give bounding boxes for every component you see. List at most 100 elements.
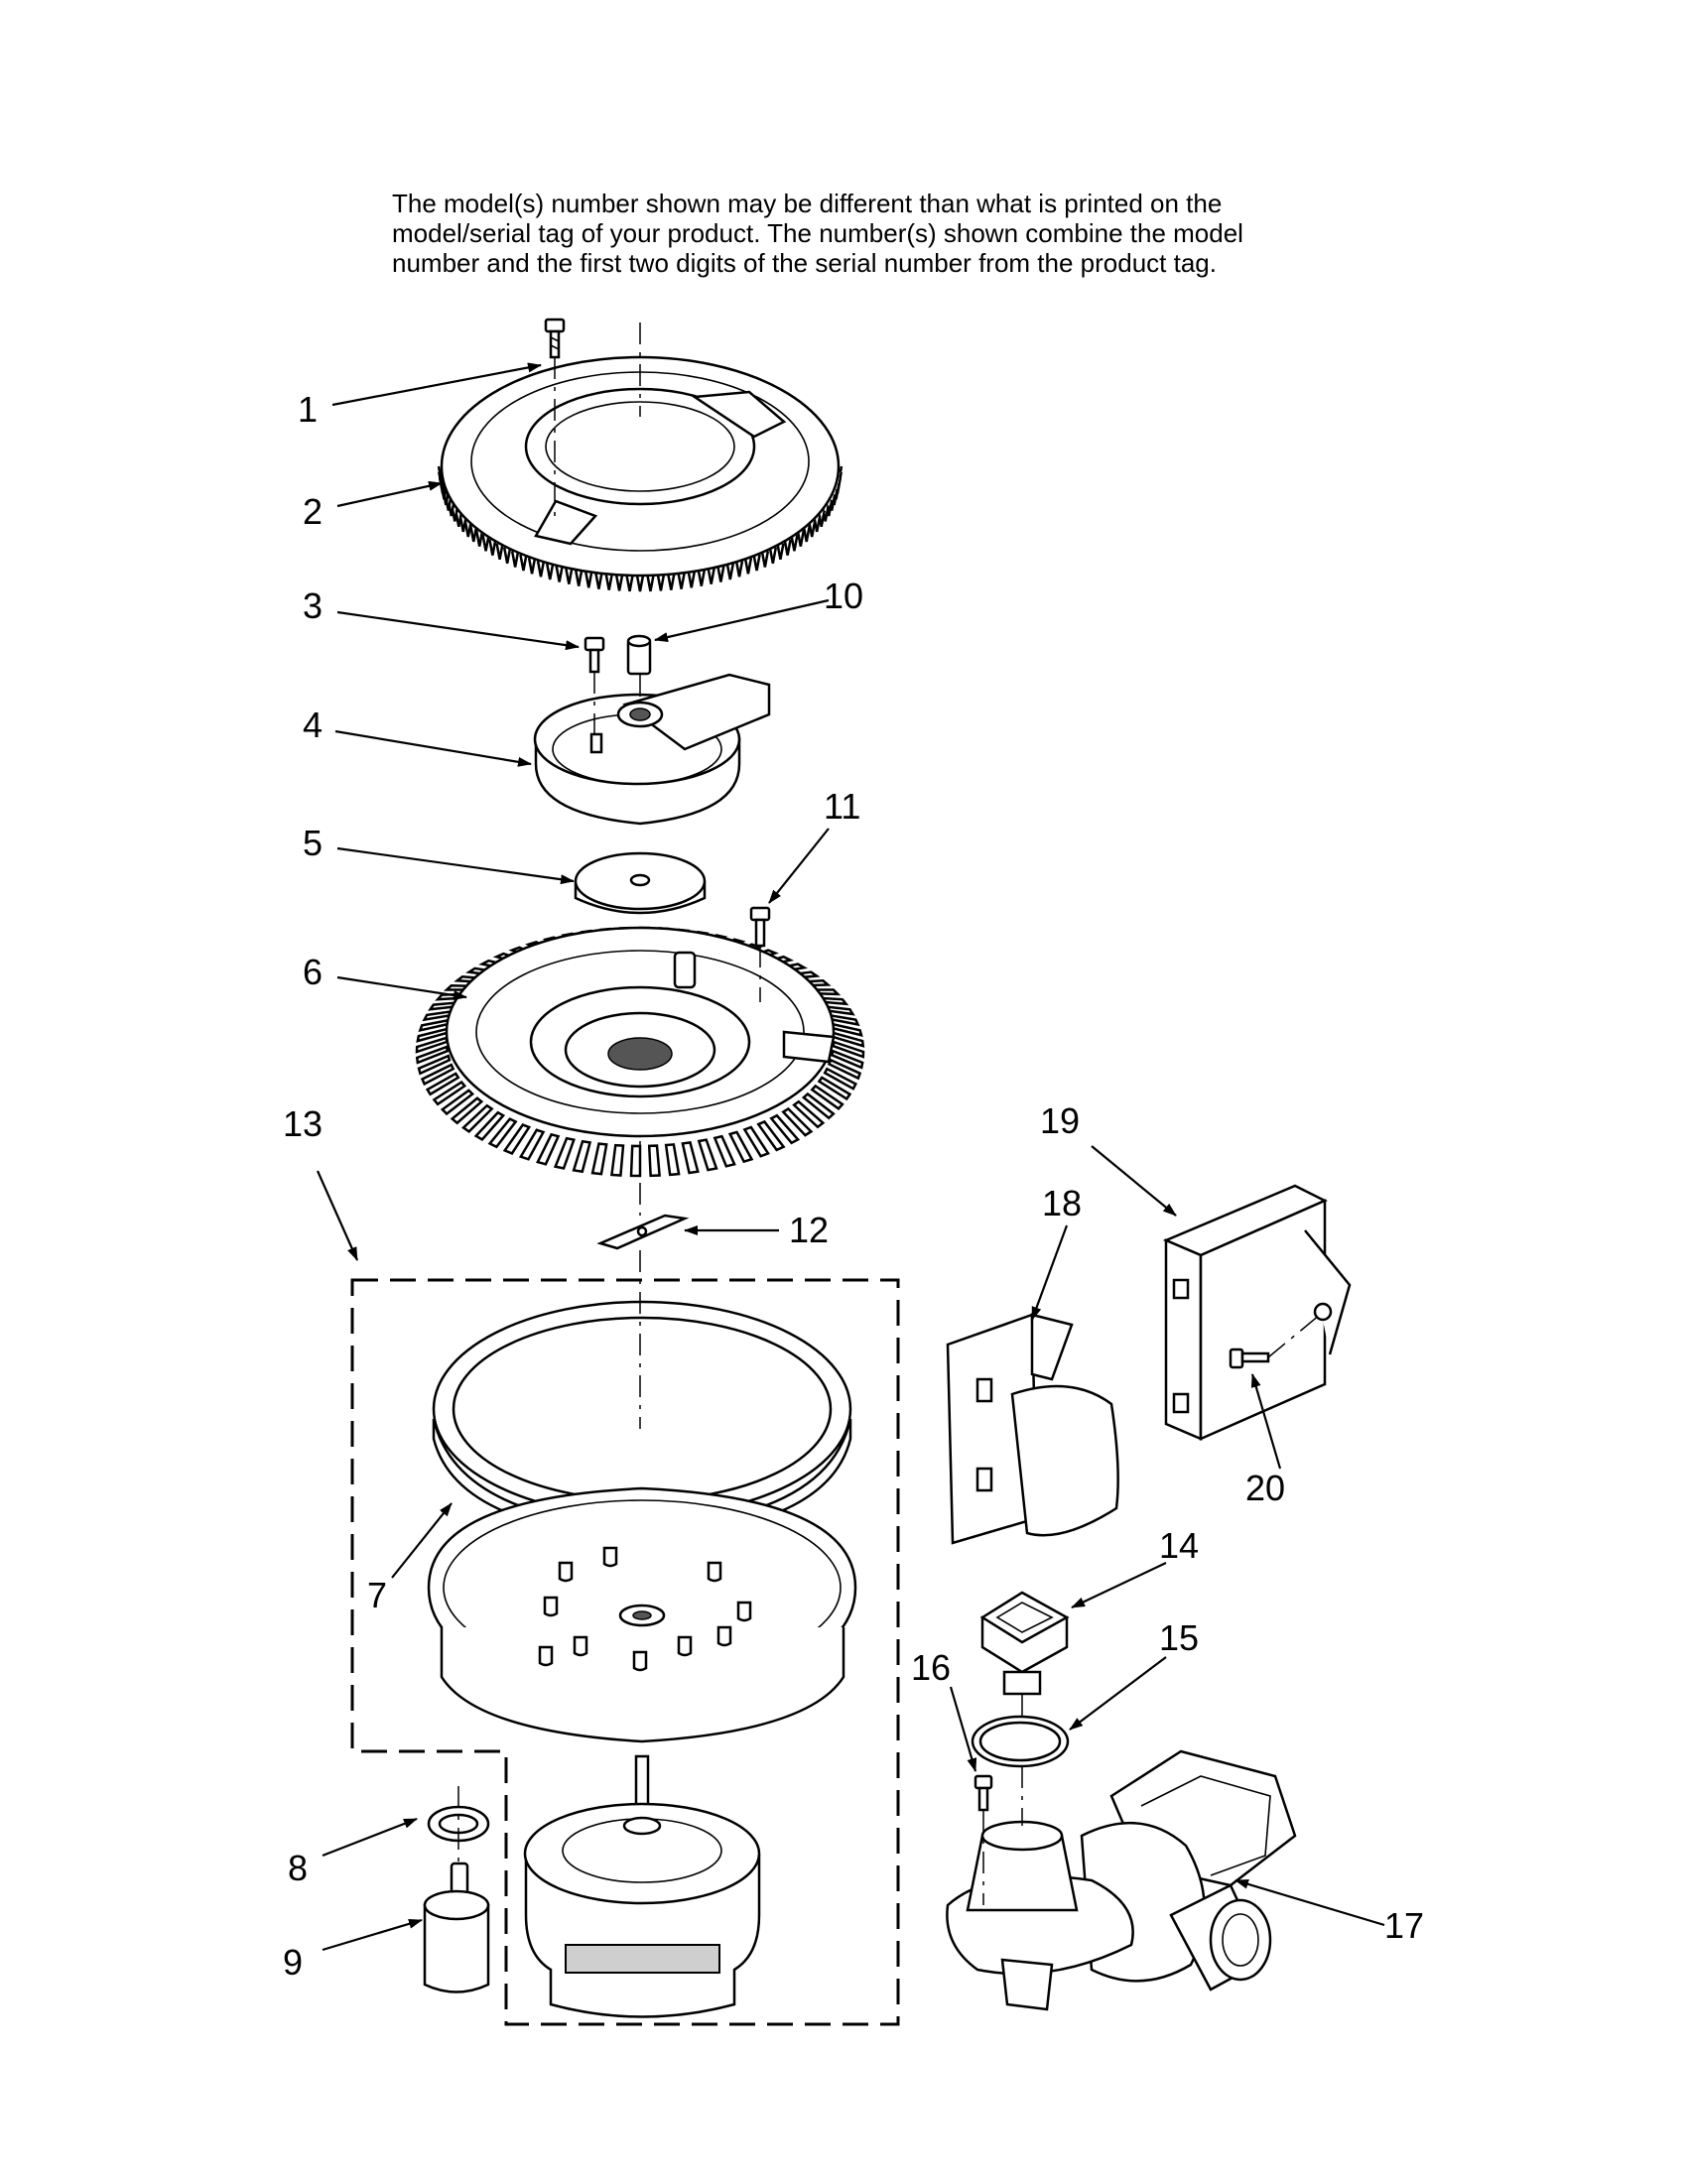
assembly-axes — [457, 322, 1321, 1905]
callout-9: 9 — [283, 1942, 303, 1983]
filter-fin — [487, 1117, 518, 1149]
notice-line-1: The model(s) number shown may be differe… — [392, 189, 1223, 218]
callout-19: 19 — [1040, 1100, 1080, 1141]
filter-fin — [817, 1076, 852, 1101]
filter-fin — [823, 1067, 858, 1091]
part-13-assembly-boundary — [350, 1278, 900, 2026]
cover-tooth — [502, 547, 512, 564]
notice-line-2: model/serial tag of your product. The nu… — [392, 218, 1243, 248]
filter-fin — [792, 1099, 826, 1129]
cover-tooth — [677, 573, 686, 589]
cover-tooth — [716, 566, 725, 582]
cover-tooth — [594, 573, 603, 589]
cover-tooth — [469, 525, 478, 543]
filter-fin — [832, 1040, 865, 1059]
part-7-sump-assembly — [427, 1300, 857, 1743]
cover-tooth — [474, 530, 484, 547]
filter-fin — [810, 1084, 844, 1110]
filter-fin — [420, 1063, 455, 1087]
sump-peg — [716, 1625, 732, 1647]
callout-14: 14 — [1159, 1525, 1199, 1566]
part-6-filter-housing — [415, 926, 865, 1178]
callout-11: 11 — [824, 786, 860, 827]
sump-peg — [543, 1596, 559, 1617]
sump-peg — [558, 1561, 574, 1583]
part-19-box — [1162, 1184, 1352, 1441]
part-3-screw — [584, 636, 605, 674]
callout-17: 17 — [1384, 1905, 1424, 1946]
cover-tooth — [734, 561, 744, 578]
filter-fin — [769, 1113, 801, 1145]
filter-fin — [518, 1128, 546, 1161]
cover-tooth — [725, 563, 735, 580]
callout-15: 15 — [1159, 1617, 1199, 1658]
cover-tooth — [488, 539, 497, 556]
filter-fin — [830, 1049, 864, 1070]
cover-tooth — [752, 554, 761, 572]
cover-tooth — [536, 561, 546, 578]
part-17-drain-pump — [946, 1749, 1297, 2011]
sump-peg — [677, 1635, 693, 1657]
filter-fin — [801, 1092, 836, 1120]
cover-tooth — [776, 543, 785, 561]
sump-peg — [573, 1635, 588, 1657]
part-8-o-ring — [427, 1805, 490, 1843]
cover-tooth — [584, 572, 593, 588]
callout-4: 4 — [303, 705, 323, 745]
cover-tooth — [463, 520, 473, 538]
sump-peg — [632, 1650, 648, 1672]
cover-tooth — [519, 554, 528, 572]
cover-tooth — [768, 547, 778, 564]
callout-8: 8 — [288, 1848, 308, 1888]
sump-peg — [538, 1645, 554, 1667]
filter-fin — [572, 1139, 592, 1174]
part-9-valve — [423, 1862, 490, 1993]
callout-12: 12 — [789, 1210, 829, 1250]
cover-tooth — [555, 566, 564, 582]
filter-fin — [461, 1103, 494, 1133]
cover-tooth — [510, 551, 520, 568]
cover-tooth — [481, 534, 490, 552]
part-12-blade — [596, 1214, 690, 1250]
callout-5: 5 — [303, 823, 323, 863]
filter-fin — [425, 1072, 460, 1096]
cover-tooth — [783, 539, 792, 556]
callout-1: 1 — [298, 389, 318, 430]
filter-fin — [553, 1136, 576, 1170]
cover-tooth — [796, 530, 806, 547]
cover-tooth — [545, 563, 555, 580]
filter-fin — [781, 1106, 814, 1137]
filter-fin — [415, 1045, 450, 1065]
filter-fin — [502, 1123, 532, 1155]
callout-16: 16 — [911, 1647, 951, 1688]
filter-fin — [664, 1143, 681, 1177]
cover-tooth — [565, 568, 574, 584]
part-11-screw — [749, 906, 771, 948]
callout-3: 3 — [303, 585, 323, 626]
cover-tooth — [707, 568, 715, 584]
filter-fin — [450, 1096, 484, 1125]
filter-fin — [697, 1138, 718, 1172]
sump-peg — [707, 1561, 722, 1583]
filter-fin — [681, 1141, 700, 1175]
filter-fin — [727, 1130, 754, 1164]
filter-fin — [590, 1142, 608, 1176]
callout-labels: 1 2 3 4 5 6 7 8 9 10 11 12 13 14 15 16 1… — [283, 389, 1424, 1983]
filter-fin — [440, 1089, 475, 1116]
cover-tooth — [743, 558, 753, 575]
part-1-screw — [544, 318, 566, 359]
cover-tooth — [527, 558, 537, 575]
part-16-screw — [974, 1774, 993, 1812]
cover-tooth — [687, 572, 696, 588]
part-18-bracket — [946, 1313, 1119, 1545]
model-number-notice: The model(s) number shown may be differe… — [392, 189, 1384, 278]
callout-20: 20 — [1245, 1468, 1285, 1508]
cover-tooth — [604, 574, 613, 590]
callout-2: 2 — [303, 491, 323, 532]
callout-6: 6 — [303, 952, 323, 992]
motor — [523, 1754, 761, 2018]
filter-fin — [536, 1132, 561, 1166]
filter-fin — [417, 1054, 452, 1076]
cover-tooth — [790, 534, 799, 552]
